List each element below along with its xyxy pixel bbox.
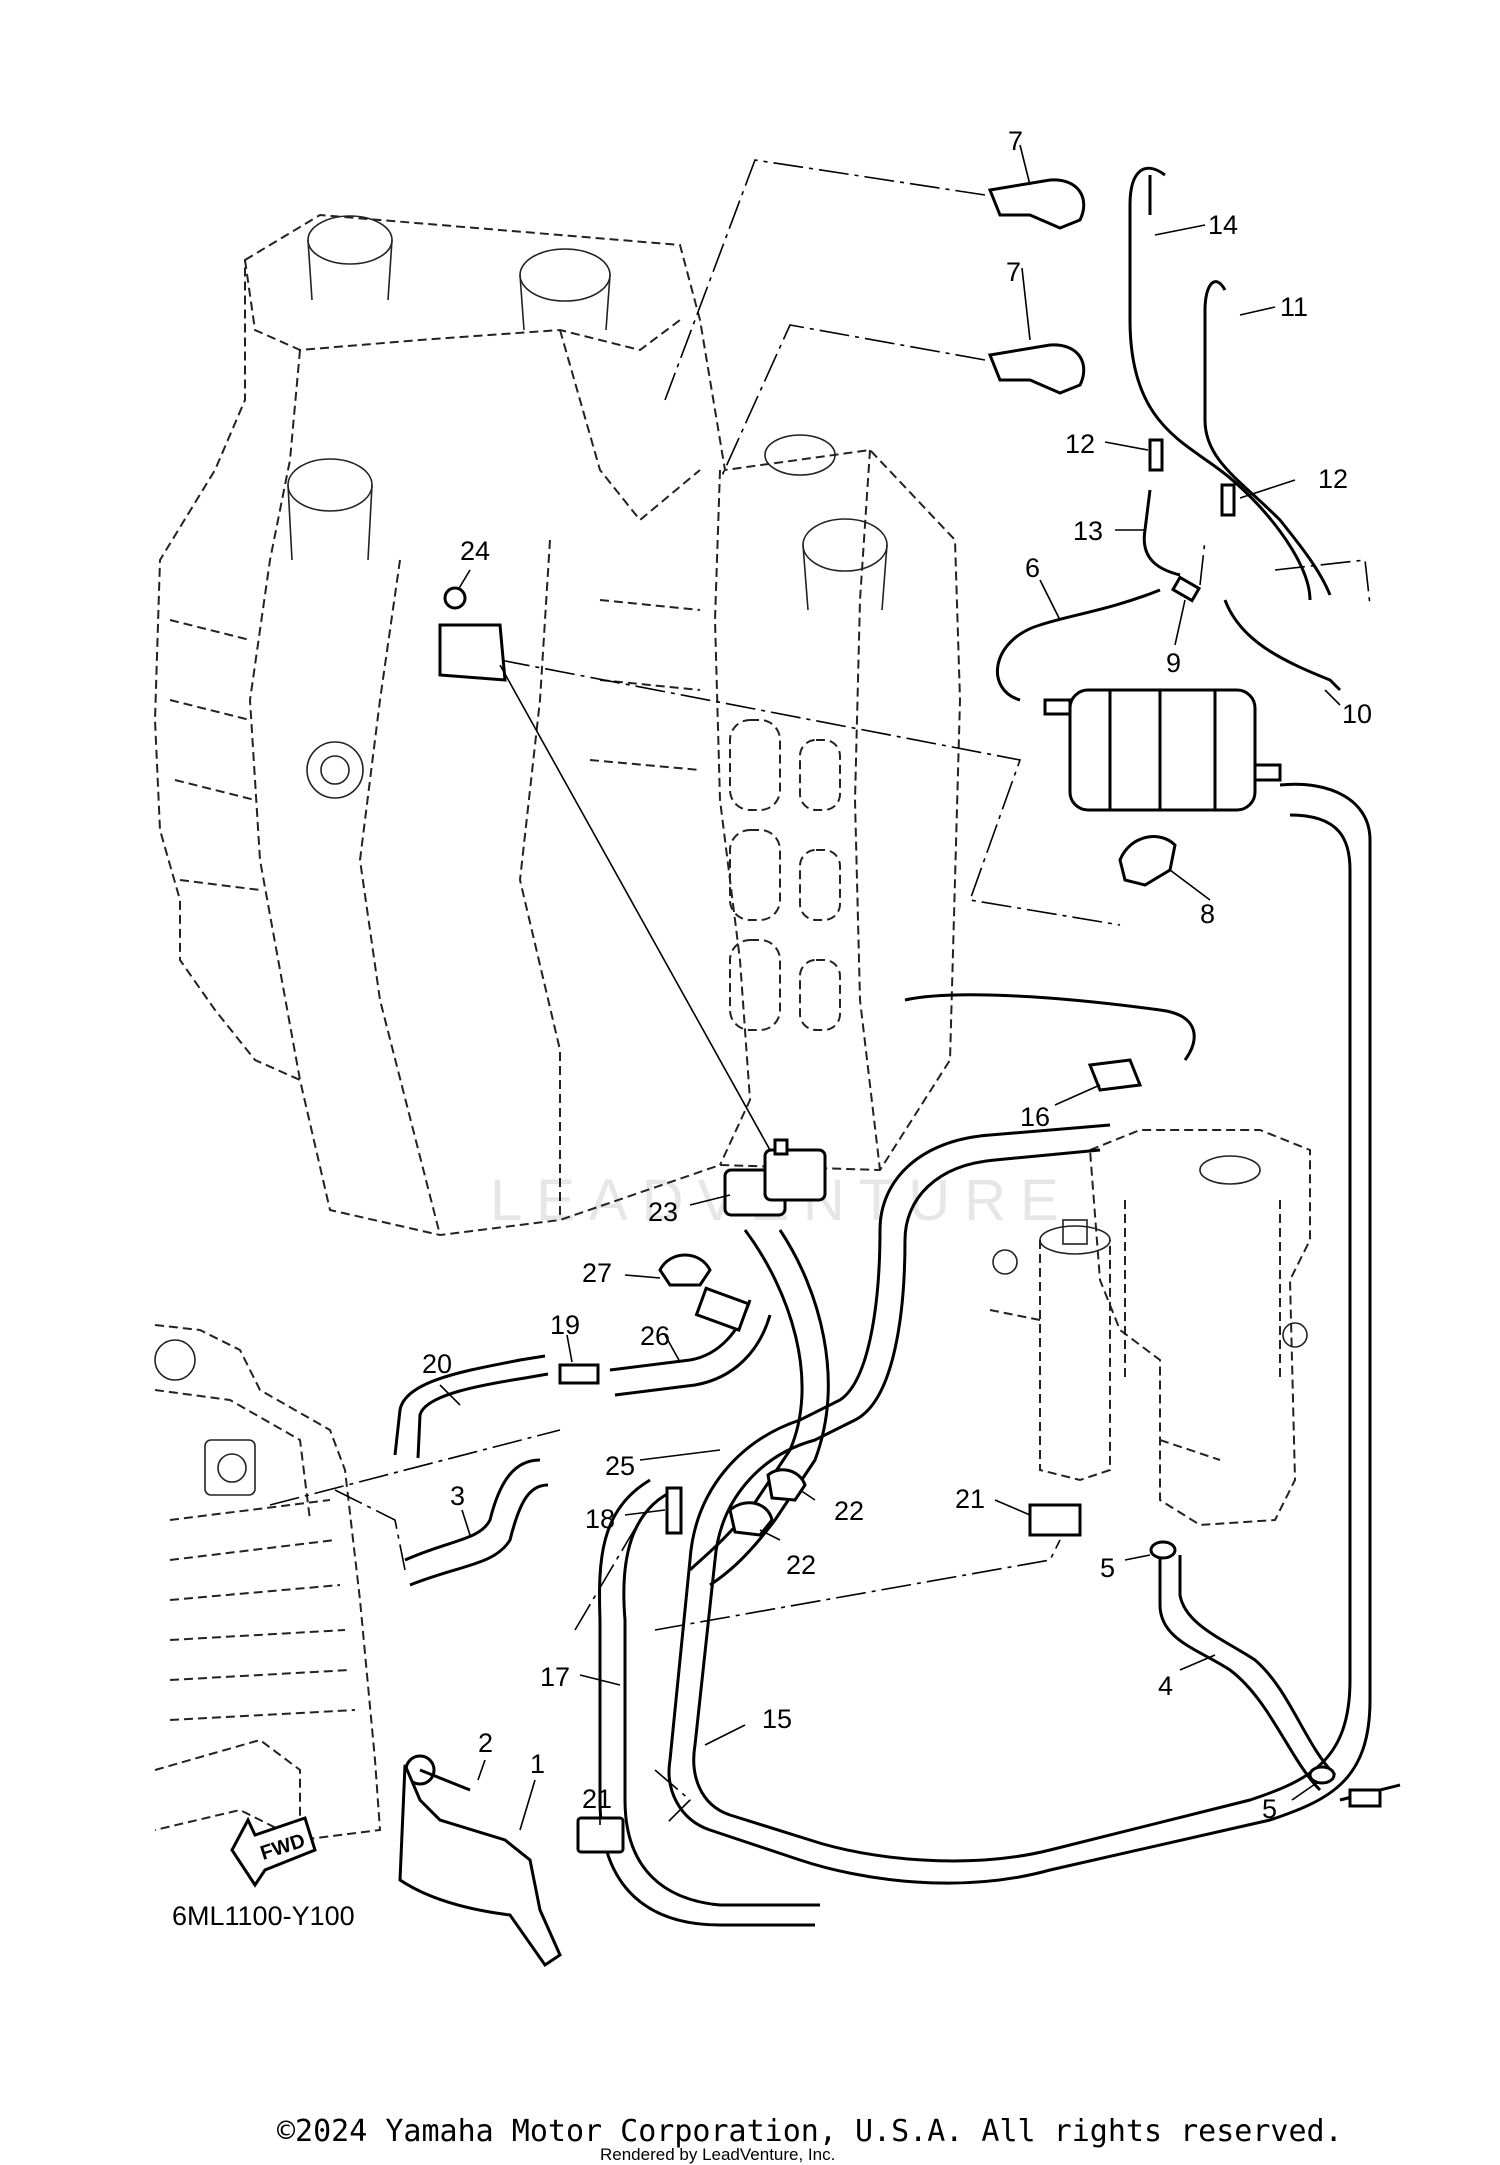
callout-26: 26 xyxy=(640,1321,670,1351)
callout-14: 14 xyxy=(1208,210,1238,240)
callout-15: 15 xyxy=(762,1704,792,1734)
vent-valve xyxy=(723,1138,827,1217)
callout-21b: 21 xyxy=(582,1784,612,1814)
callout-22b: 22 xyxy=(786,1550,816,1580)
callout-7a: 7 xyxy=(1008,126,1023,156)
rendered-by-text: Rendered by LeadVenture, Inc. xyxy=(600,2145,835,2164)
engine-block xyxy=(153,213,962,1237)
parts xyxy=(230,178,1401,1968)
callout-2: 2 xyxy=(478,1728,493,1758)
callout-4: 4 xyxy=(1158,1671,1173,1701)
callout-labels: 7 7 14 11 12 12 13 6 9 10 8 24 16 23 27 … xyxy=(422,126,1372,1824)
callout-6: 6 xyxy=(1025,553,1040,583)
callout-1: 1 xyxy=(530,1749,545,1779)
callout-9: 9 xyxy=(1166,648,1181,678)
callout-5b: 5 xyxy=(1262,1794,1277,1824)
callout-3: 3 xyxy=(450,1481,465,1511)
callout-7b: 7 xyxy=(1006,257,1021,287)
callout-11: 11 xyxy=(1280,292,1308,322)
callout-22a: 22 xyxy=(834,1496,864,1526)
callout-25: 25 xyxy=(605,1451,635,1481)
callout-5a: 5 xyxy=(1100,1553,1115,1583)
callout-24: 24 xyxy=(460,536,490,566)
callout-18: 18 xyxy=(585,1504,615,1534)
callout-16: 16 xyxy=(1020,1102,1050,1132)
callout-19: 19 xyxy=(550,1310,580,1340)
lower-housing xyxy=(154,1324,382,1842)
callout-12a: 12 xyxy=(1065,429,1095,459)
copyright-text: ©2024 Yamaha Motor Corporation, U.S.A. A… xyxy=(277,2114,1343,2149)
charcoal-canister xyxy=(1043,688,1282,812)
callout-20: 20 xyxy=(422,1349,452,1379)
reference-lines xyxy=(269,159,1371,1826)
leader-lines xyxy=(439,144,1341,1831)
callout-27: 27 xyxy=(582,1258,612,1288)
drawing-code: 6ML1100-Y100 xyxy=(172,1901,355,1931)
hoses xyxy=(393,166,1372,1927)
callout-10: 10 xyxy=(1342,699,1372,729)
callout-13: 13 xyxy=(1073,516,1103,546)
callout-8: 8 xyxy=(1200,899,1215,929)
callout-12b: 12 xyxy=(1318,464,1348,494)
callout-21a: 21 xyxy=(955,1484,985,1514)
fuel-filter-assembly xyxy=(989,1129,1311,1527)
callout-17: 17 xyxy=(540,1662,570,1692)
callout-23: 23 xyxy=(648,1197,678,1227)
